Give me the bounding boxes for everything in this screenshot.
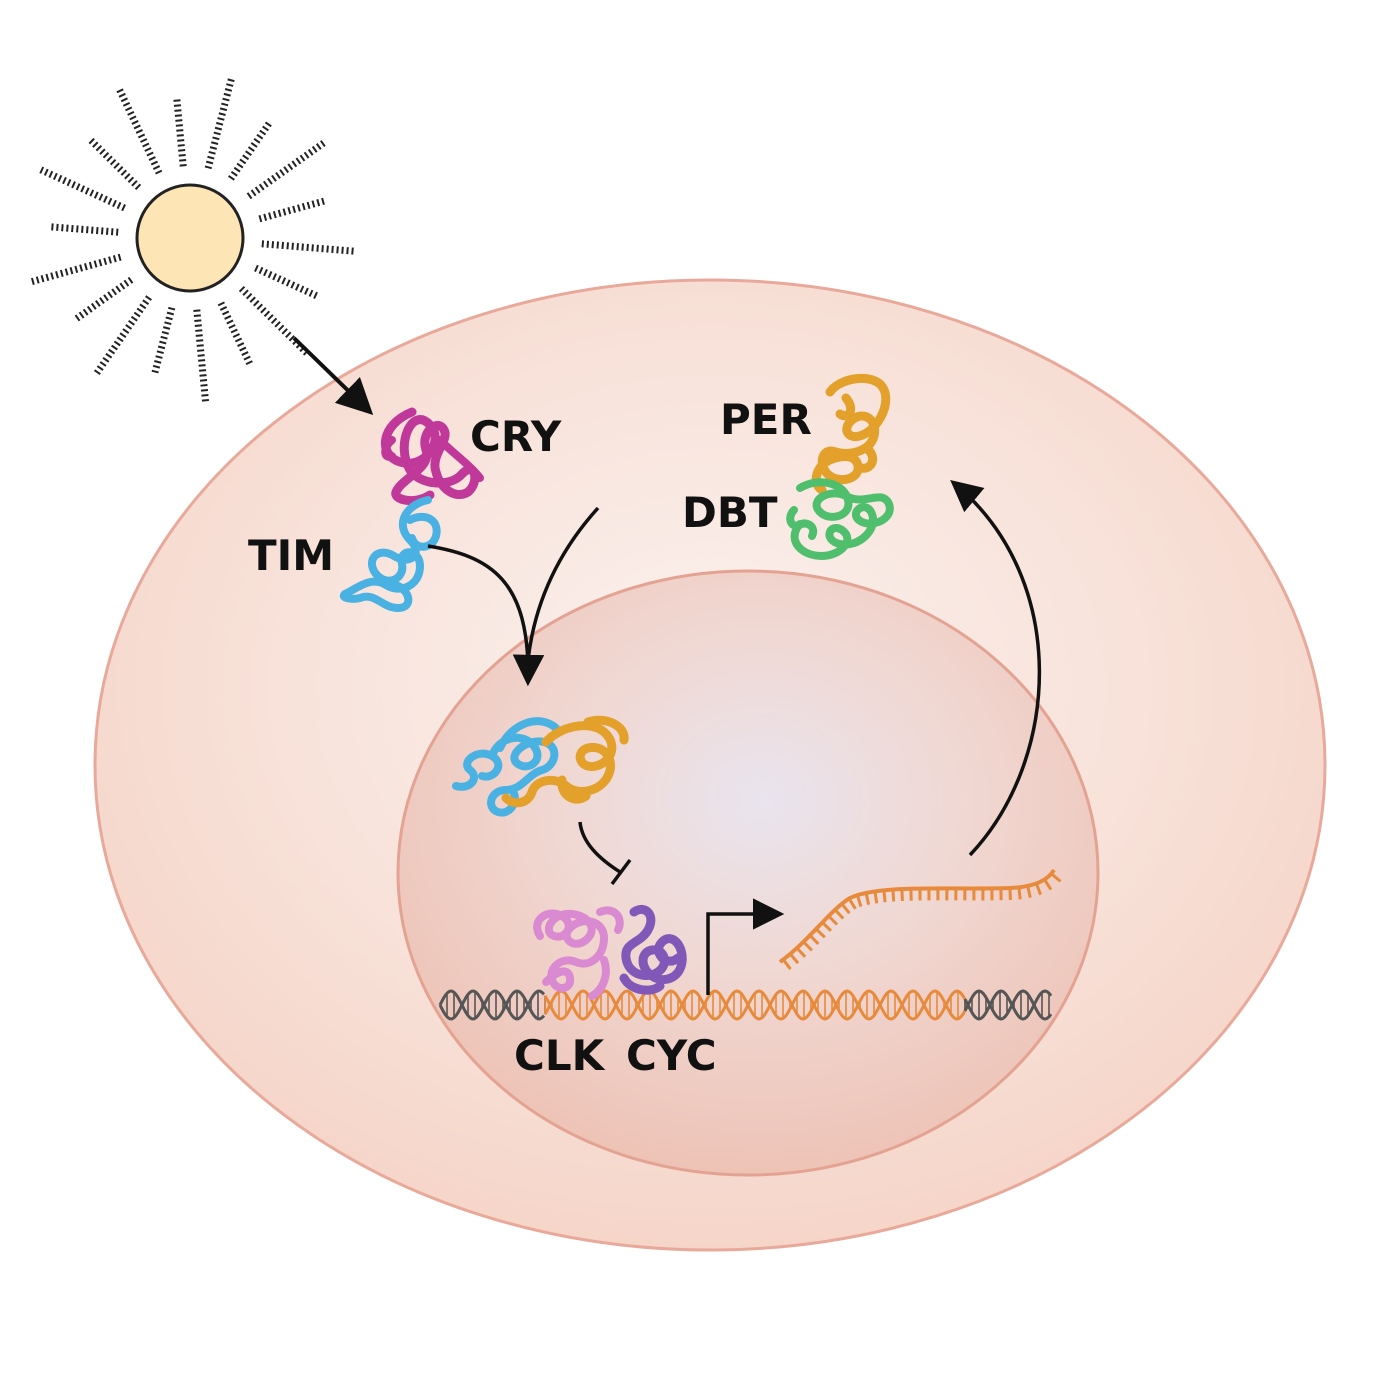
sun-ray bbox=[261, 240, 355, 255]
cry-label: CRY bbox=[470, 412, 562, 461]
mrna-base bbox=[847, 897, 857, 910]
light-arrow bbox=[292, 336, 374, 416]
per-complex-protein bbox=[501, 715, 629, 808]
per-label: PER bbox=[720, 395, 812, 444]
dna-strand bbox=[963, 989, 1053, 1021]
cry-protein bbox=[381, 407, 480, 506]
sun-ray bbox=[228, 120, 273, 181]
inhibition-line bbox=[578, 821, 632, 886]
mrna-base bbox=[795, 946, 807, 958]
mrna-base bbox=[834, 908, 845, 920]
sun-ray bbox=[50, 223, 119, 236]
mrna-base bbox=[840, 902, 851, 915]
mrna-base bbox=[821, 921, 833, 932]
dna-strand bbox=[543, 989, 967, 1021]
sun-ray bbox=[151, 306, 176, 375]
sun-ray bbox=[217, 301, 254, 366]
mrna-strand bbox=[778, 868, 1062, 971]
mrna-base bbox=[789, 952, 800, 965]
dbt-label: DBT bbox=[682, 488, 778, 537]
mrna-base bbox=[1050, 872, 1062, 883]
mrna-base bbox=[1043, 878, 1053, 891]
sun-ray bbox=[254, 264, 319, 300]
dna-strand bbox=[438, 989, 546, 1021]
tim-to-nucleus-arrow bbox=[427, 544, 545, 687]
per-protein bbox=[811, 373, 891, 495]
transcription-arrow bbox=[706, 898, 785, 995]
mrna-base bbox=[782, 958, 792, 971]
sun-ray bbox=[87, 137, 142, 190]
mrna-base bbox=[1008, 887, 1012, 901]
tim-protein bbox=[339, 496, 441, 612]
sun-ray bbox=[38, 166, 126, 212]
mrna-base bbox=[802, 940, 813, 952]
mrna-base bbox=[1017, 887, 1022, 900]
cry-protein-detail bbox=[381, 436, 484, 482]
sun-ray bbox=[93, 295, 152, 376]
sun-ray bbox=[258, 197, 326, 223]
sun-ray bbox=[29, 253, 122, 286]
mrna-base bbox=[1034, 882, 1043, 896]
dbt-protein bbox=[786, 478, 894, 560]
sun-ray bbox=[73, 276, 134, 322]
nucleus bbox=[396, 569, 1100, 1177]
dna-strand bbox=[438, 989, 546, 1021]
sun-ray bbox=[193, 309, 210, 403]
cyc-label: CYC bbox=[626, 1031, 717, 1080]
cyc-protein bbox=[619, 904, 687, 995]
sun-ray bbox=[246, 139, 327, 200]
per-to-nucleus-arrow bbox=[526, 506, 600, 661]
sun-ray bbox=[116, 87, 163, 175]
mrna-base bbox=[882, 890, 887, 903]
mrna-base bbox=[815, 927, 826, 939]
mrna-base bbox=[1026, 885, 1032, 899]
dna-strand bbox=[963, 989, 1053, 1021]
sun-ray bbox=[238, 286, 310, 357]
mrna-base bbox=[808, 934, 820, 945]
clk-label: CLK bbox=[514, 1031, 606, 1080]
mrna-base bbox=[900, 888, 904, 902]
dna-helix bbox=[438, 989, 1053, 1021]
mrna-base bbox=[827, 914, 839, 926]
mrna-base bbox=[891, 889, 896, 902]
mrna-base bbox=[873, 891, 879, 904]
clk-protein bbox=[533, 906, 624, 1000]
sun-ray bbox=[173, 98, 187, 167]
mrna-base bbox=[864, 892, 871, 906]
tim-label: TIM bbox=[248, 531, 334, 580]
sun-ray bbox=[204, 77, 235, 170]
sun-icon bbox=[29, 77, 355, 403]
mrna-export-arrow bbox=[950, 479, 1042, 857]
mrna-base bbox=[855, 894, 863, 908]
tim-complex-protein bbox=[452, 717, 560, 817]
dna-strand bbox=[543, 989, 967, 1021]
